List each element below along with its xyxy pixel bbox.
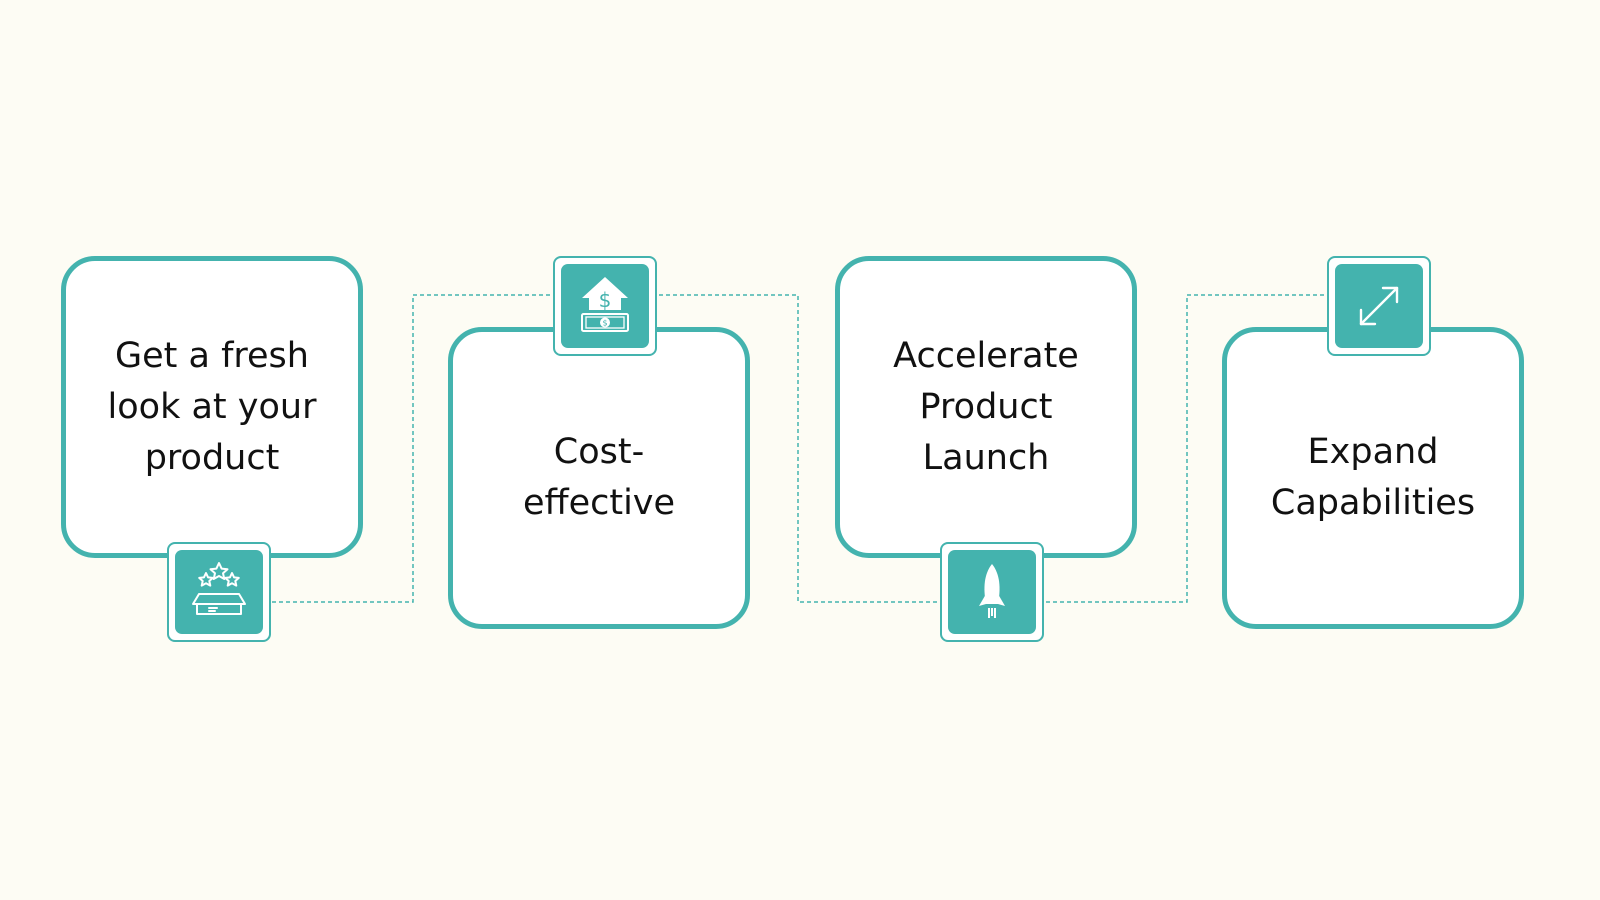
connector-3-4 bbox=[1046, 294, 1327, 603]
expand-arrows-icon bbox=[1359, 286, 1399, 326]
step-3-label: Accelerate Product Launch bbox=[893, 335, 1079, 478]
step-card-1: Get a fresh look at your product bbox=[61, 256, 363, 558]
svg-text:$: $ bbox=[602, 319, 607, 328]
rocket-icon bbox=[979, 564, 1005, 618]
step-1-icon-tab bbox=[167, 542, 271, 642]
step-3-icon-tab bbox=[940, 542, 1044, 642]
step-card-4: Expand Capabilities bbox=[1222, 327, 1524, 629]
connector-1-2 bbox=[272, 294, 553, 603]
step-2-icon-tab: $ $ bbox=[553, 256, 657, 356]
step-2-label: Cost- effective bbox=[522, 432, 676, 523]
box-stars-icon bbox=[192, 562, 246, 615]
house-dollar-icon: $ $ bbox=[581, 277, 629, 332]
step-4-label: Expand Capabilities bbox=[1270, 432, 1476, 523]
step-card-2: Cost- effective bbox=[448, 327, 750, 629]
step-4-icon-tab bbox=[1327, 256, 1431, 356]
svg-text:$: $ bbox=[599, 288, 612, 312]
step-card-3: Accelerate Product Launch bbox=[835, 256, 1137, 558]
step-1-label: Get a fresh look at your product bbox=[107, 335, 317, 478]
